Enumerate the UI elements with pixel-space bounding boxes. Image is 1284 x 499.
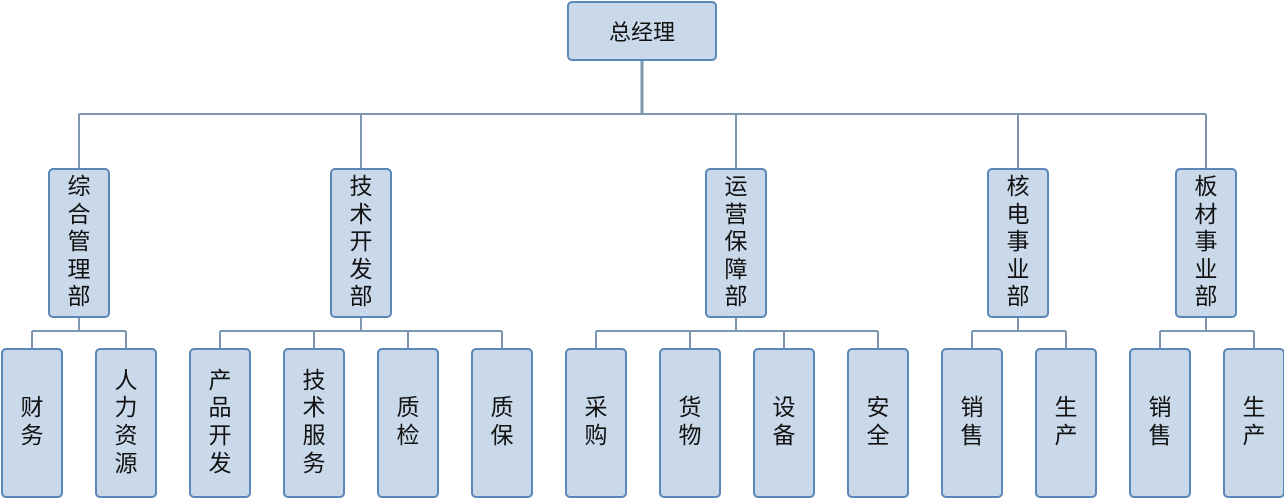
unit-node: 技术服务 — [283, 348, 345, 498]
unit-node-label: 设备 — [772, 395, 796, 449]
unit-node-label: 销售 — [960, 395, 984, 449]
root-node-label: 总经理 — [608, 21, 675, 46]
unit-node: 安全 — [847, 348, 909, 498]
unit-node: 销售 — [941, 348, 1003, 498]
unit-node-label: 生产 — [1242, 395, 1266, 449]
unit-node: 人力资源 — [95, 348, 157, 498]
unit-node: 财务 — [1, 348, 63, 498]
department-node-label: 板材事业部 — [1194, 174, 1218, 311]
unit-node-label: 技术服务 — [302, 367, 326, 477]
unit-node: 采购 — [565, 348, 627, 498]
unit-node-label: 财务 — [20, 395, 44, 449]
unit-node-label: 安全 — [866, 395, 890, 449]
department-node: 技术开发部 — [330, 168, 392, 318]
unit-node-label: 产品开发 — [208, 367, 232, 477]
department-node: 综合管理部 — [48, 168, 110, 318]
department-node: 板材事业部 — [1175, 168, 1237, 318]
department-node-label: 综合管理部 — [67, 174, 91, 311]
unit-node-label: 货物 — [678, 395, 702, 449]
unit-node: 产品开发 — [189, 348, 251, 498]
connector-lines — [31, 61, 1255, 348]
unit-node: 设备 — [753, 348, 815, 498]
unit-node: 生产 — [1223, 348, 1284, 498]
department-node: 核电事业部 — [987, 168, 1049, 318]
department-node-label: 技术开发部 — [349, 174, 373, 311]
unit-node-label: 质检 — [396, 395, 420, 449]
unit-node: 销售 — [1129, 348, 1191, 498]
department-node-label: 核电事业部 — [1006, 174, 1030, 311]
unit-node: 质保 — [471, 348, 533, 498]
department-node: 运营保障部 — [705, 168, 767, 318]
unit-node-label: 销售 — [1148, 395, 1172, 449]
unit-node-label: 质保 — [490, 395, 514, 449]
department-node-label: 运营保障部 — [724, 174, 748, 311]
root-node: 总经理 — [567, 1, 717, 61]
unit-node-label: 采购 — [584, 395, 608, 449]
unit-node: 质检 — [377, 348, 439, 498]
unit-node-label: 生产 — [1054, 395, 1078, 449]
unit-node: 生产 — [1035, 348, 1097, 498]
unit-node-label: 人力资源 — [114, 367, 138, 477]
unit-node: 货物 — [659, 348, 721, 498]
